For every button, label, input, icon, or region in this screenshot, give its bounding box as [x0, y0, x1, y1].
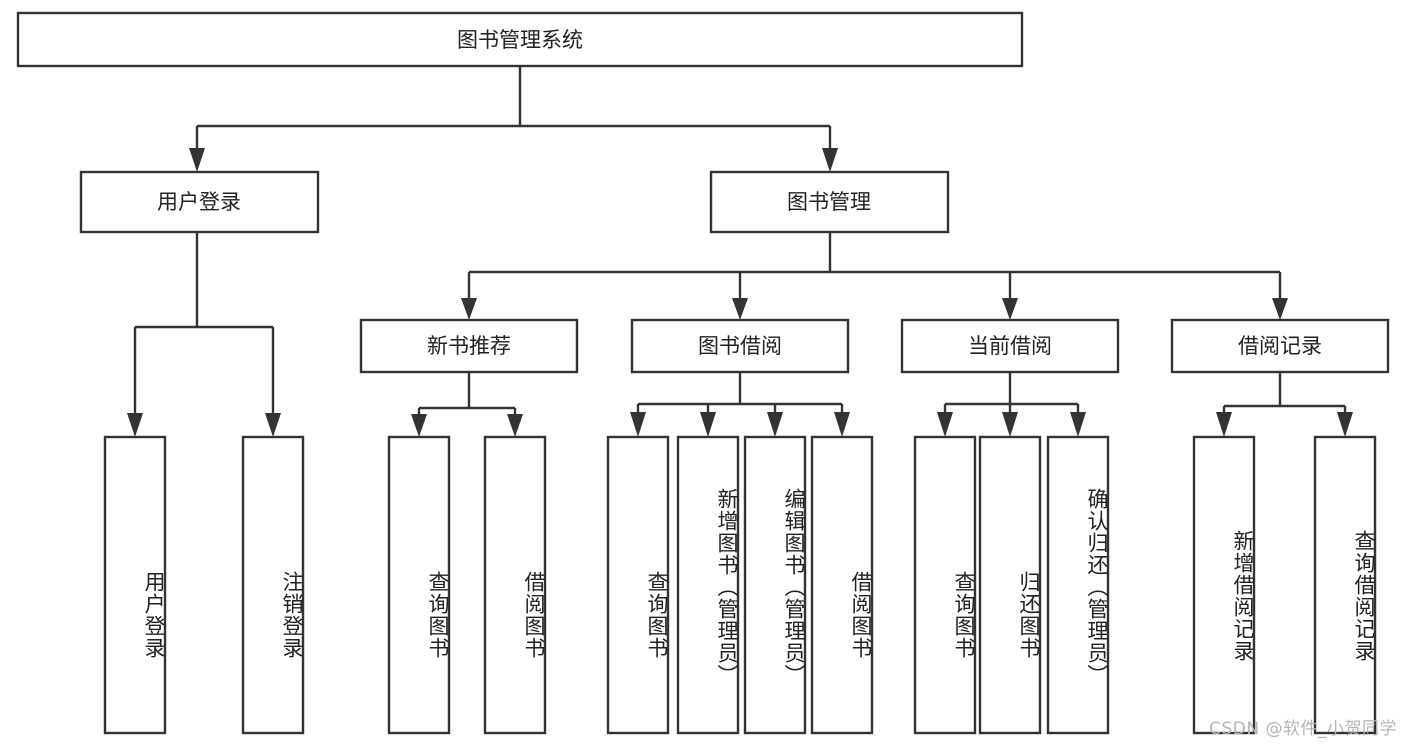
- node-current-borrow[interactable]: [900, 318, 1120, 374]
- leaf-current-borrow-1[interactable]: [978, 435, 1042, 735]
- node-new-book-rec[interactable]: [359, 318, 579, 374]
- leaf-borrow-record-1[interactable]: [1313, 435, 1377, 735]
- leaf-new-book-rec-0[interactable]: [387, 435, 451, 735]
- node-book-borrow-label: 图书借阅: [698, 334, 782, 358]
- arrow-head-bb-l1: [630, 412, 646, 437]
- leaf-user-login-0[interactable]: [103, 435, 167, 735]
- node-borrow-record[interactable]: [1170, 318, 1390, 374]
- node-user-login-label: 用户登录: [157, 190, 241, 214]
- node-book-borrow[interactable]: [630, 318, 850, 374]
- arrow-head-ul-leaf1: [127, 413, 143, 437]
- node-root-label: 图书管理系统: [457, 28, 583, 52]
- leaf-user-login-1[interactable]: [241, 435, 305, 735]
- arrow-head-newbook: [461, 298, 477, 320]
- leaf-book-borrow-1[interactable]: [676, 435, 740, 735]
- node-new-book-rec-label: 新书推荐: [427, 334, 511, 358]
- arrow-head-bb-l4: [834, 412, 850, 437]
- node-user-login[interactable]: [79, 170, 320, 234]
- arrow-head-cb-l1: [937, 412, 953, 437]
- connector-group: [127, 66, 1353, 437]
- leaf-book-borrow-3[interactable]: [810, 435, 874, 735]
- leaf-borrow-record-0[interactable]: [1192, 435, 1256, 735]
- arrow-head-bb-l2: [700, 412, 716, 437]
- arrow-head-ul-leaf2: [265, 413, 281, 437]
- node-book-manage[interactable]: [709, 170, 950, 234]
- leaf-new-book-rec-1[interactable]: [483, 435, 547, 735]
- arrow-head-cb-l3: [1070, 412, 1086, 437]
- arrow-head-br-l2: [1337, 412, 1353, 437]
- arrow-head-current: [1002, 298, 1018, 320]
- leaf-book-borrow-0[interactable]: [606, 435, 670, 735]
- node-root[interactable]: [16, 11, 1024, 68]
- arrow-head-cb-l2: [1002, 412, 1018, 437]
- arrow-head-nb-l1: [411, 414, 427, 437]
- arrow-head-bb-l3: [767, 412, 783, 437]
- arrow-head-borrow: [732, 298, 748, 320]
- leaf-current-borrow-0[interactable]: [913, 435, 977, 735]
- node-book-manage-label: 图书管理: [787, 190, 871, 214]
- arrow-head-nb-l2: [507, 414, 523, 437]
- node-current-borrow-label: 当前借阅: [968, 334, 1052, 358]
- arrow-head-user-login: [189, 148, 205, 172]
- node-borrow-record-label: 借阅记录: [1238, 334, 1322, 358]
- leaf-book-borrow-2[interactable]: [743, 435, 807, 735]
- arrow-head-book-manage: [822, 148, 838, 172]
- csdn-watermark: CSDN @软件_小贺同学: [1209, 719, 1397, 739]
- arrow-head-record: [1272, 298, 1288, 320]
- leaf-current-borrow-2[interactable]: [1046, 435, 1110, 735]
- arrow-head-br-l1: [1216, 412, 1232, 437]
